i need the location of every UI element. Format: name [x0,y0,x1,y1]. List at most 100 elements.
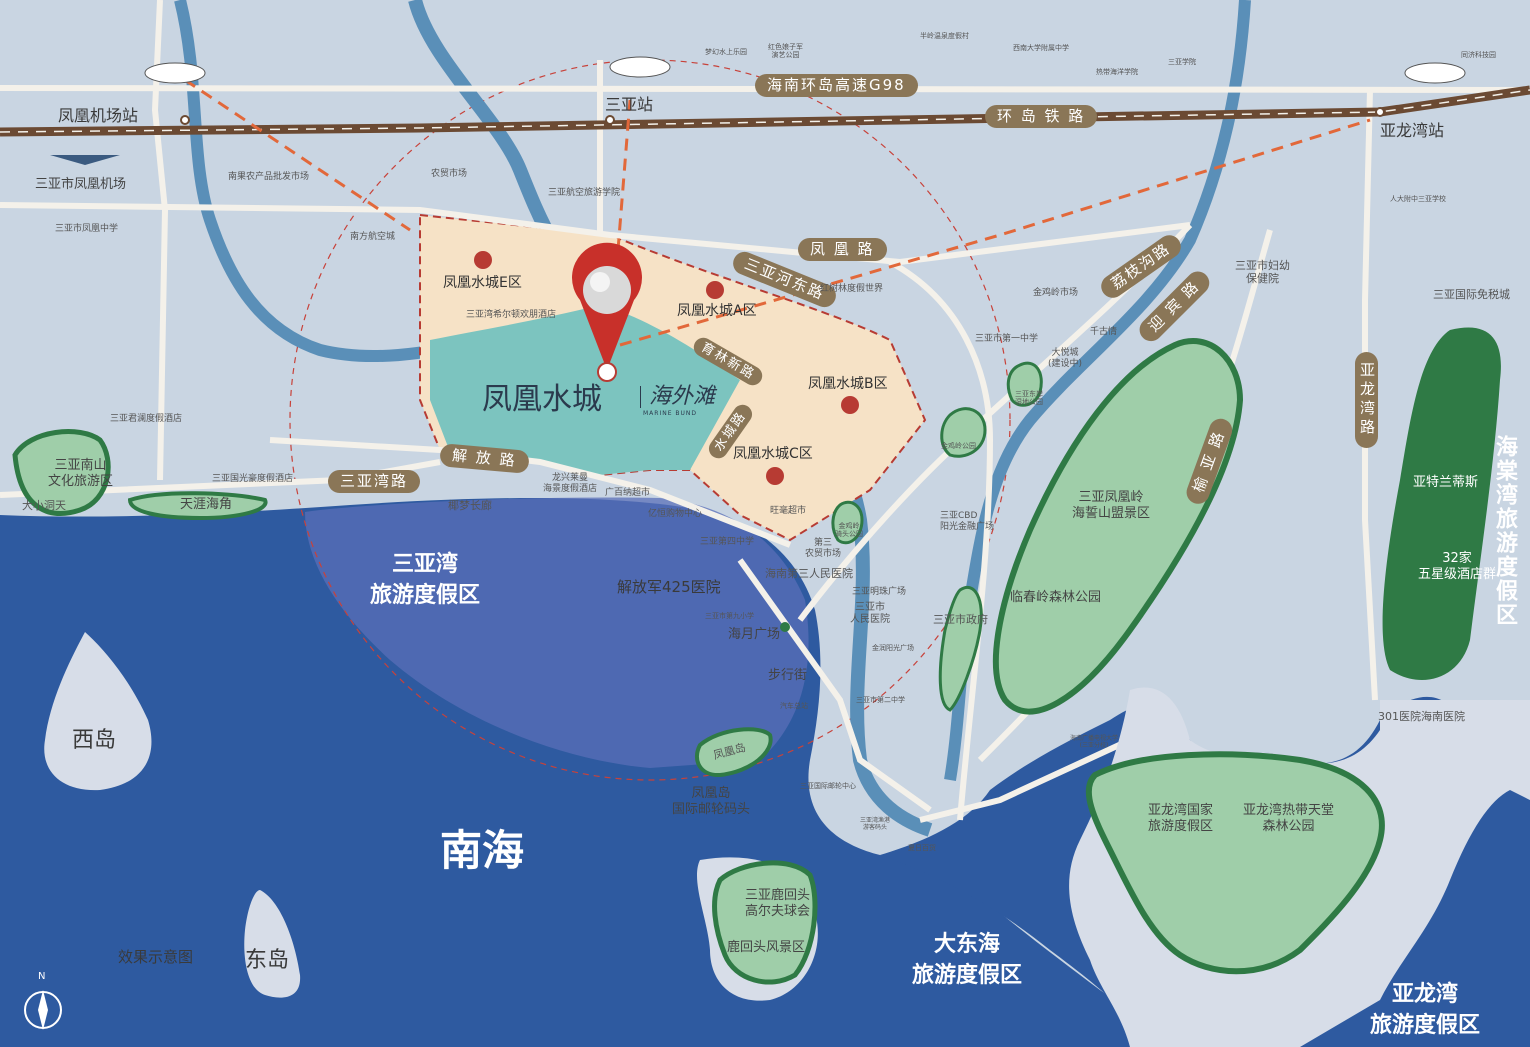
poi-guangmin: 三亚国光豪度假酒店 [212,474,294,484]
poi-jinjiling-market: 金鸡岭市场 [1033,288,1079,298]
poi-yemeng: 椰梦长廊 [448,499,492,512]
poi-hilton: 三亚湾希尔顿欢朋酒店 [466,310,557,320]
road-label-fenghuang: 凤 凰 路 [798,238,887,261]
road-label-yalongwan: 亚龙湾路 [1355,352,1378,448]
poi-wangmao: 旺毫超市 [770,506,807,516]
zone-a-label: 凤凰水城A区 [677,303,757,319]
brand-title: 凤凰水城 [482,382,602,417]
haiyue-dot [780,622,790,632]
poi-baihuo: 广百纳超市 [605,488,651,498]
poi-dutyfree: 三亚国际免税城 [1433,288,1510,301]
haitangwan-resort-label: 海棠湾旅游度假区 [1492,435,1517,627]
road-label-sanyawan: 三亚湾路 [328,470,421,493]
north-label: N [38,971,46,982]
zone-b-label: 凤凰水城B区 [808,376,888,392]
poi-fuyou: 三亚市妇幼 保健院 [1235,259,1290,286]
poi-no1-middle: 三亚市第一中学 [975,334,1039,344]
zone-dots [474,251,859,485]
xidao-island [44,632,152,791]
poi-cbd: 三亚CBD 阳光金融广场 [940,511,995,532]
dongdao-label: 东岛 [245,948,290,973]
xidao-label: 西岛 [72,728,117,753]
poi-redai: 热带海洋学院 [1096,68,1138,76]
poi-nongmao: 农贸市场 [431,169,468,179]
poi-tongji: 同济科技园 [1461,51,1496,59]
poi-xiari: 夏日百货 [908,844,936,852]
poi-fishing-port: 三亚湾渔港 游客码头 [860,817,891,832]
road-label-rail: 环 岛 铁 路 [985,105,1098,128]
poi-bus: 汽车总站 [780,702,808,710]
yalongwan-resort-label: 亚龙湾 旅游度假区 [1370,982,1481,1038]
five-star-label: 32家 五星级酒店群 [1418,551,1497,582]
poi-jinjiling-park: 金鸡岭公园 [941,442,976,450]
poi-hospital301: 301医院海南医院 [1378,710,1465,723]
sanyawan-resort-label: 三亚湾 旅游度假区 [370,552,481,608]
poi-menghuan: 梦幻水上乐园 [705,48,747,56]
airport-label: 三亚市凤凰机场 [35,177,127,192]
poi-farm3: 第三 农贸市场 [805,538,842,559]
north-arrow [24,990,62,1030]
yalong-forest-label: 亚龙湾热带天堂 森林公园 [1243,803,1335,834]
poi-no2-middle: 三亚市第二中学 [856,696,905,704]
poi-dayuecheng: 大悦城 (建设中) [1048,348,1083,369]
poi-qiangu: 千古情 [1090,327,1118,337]
location-pin [571,242,642,382]
zone-e-label: 凤凰水城E区 [443,275,522,291]
poi-nanfang: 南方航空城 [350,232,396,242]
railway-ties [0,89,1530,133]
poi-haiyue: 海月广场 [728,627,781,642]
poi-banling: 半岭温泉度假村 [920,32,969,40]
station-dots [180,107,1385,125]
yalongwan-station-label: 亚龙湾站 [1380,121,1445,140]
brand-subtitle: 海外滩 [640,386,715,408]
poi-hangkong: 三亚航空旅游学院 [548,188,621,198]
airport-station-label: 凤凰机场站 [58,106,139,125]
sanya-station-label: 三亚站 [605,95,654,114]
poi-renda: 人大附中三亚学校 [1390,195,1446,203]
poi-xinan: 西南大学附属中学 [1013,44,1069,52]
luhuitou-golf-label: 三亚鹿回头 高尔夫球会 [745,888,811,919]
zone-c-label: 凤凰水城C区 [733,446,813,462]
brand-english: MARINE BUND [643,410,698,417]
poi-hongsha: 红树林度假世界 [820,284,884,294]
poi-no4-middle: 三亚第四中学 [700,537,755,547]
poi-hongse: 红色娘子军 演艺公园 [768,43,803,60]
sea-label: 南海 [440,826,525,875]
atlantis-label: 亚特兰蒂斯 [1413,475,1479,490]
poi-yiheng: 亿恒购物中心 [648,509,703,519]
fenghuangdao-label: 凤凰岛 国际邮轮码头 [672,786,751,817]
yalong-resort-label: 亚龙湾国家 旅游度假区 [1148,803,1214,834]
parks [12,327,1501,985]
poi-gov: 三亚市政府 [933,613,988,626]
train-icons [144,56,1466,84]
poi-cruise-center: 三亚国际邮轮中心 [800,782,856,790]
poi-dongan: 三亚东岸 湿地公园 [1015,390,1043,407]
poi-nanguo: 南果农产品批发市场 [228,172,310,182]
poi-third-hospital: 海南第三人民医院 [765,567,853,580]
marine-bund-area [430,305,740,475]
poi-sanya-xueyuan: 三亚学院 [1168,58,1196,66]
poi-buxingjie: 步行街 [768,668,808,683]
poi-people-hospital: 三亚市 人民医院 [850,602,890,625]
poi-junlan: 三亚君澜度假酒店 [110,414,183,424]
poi-hospital425: 解放军425医院 [617,578,721,596]
poi-longxing: 龙兴莱曼 海景度假酒店 [543,473,598,494]
luhuitou-label: 鹿回头风景区 [727,940,806,955]
dongdao-island [244,890,301,998]
fenghuangling-label: 三亚凤凰岭 海誓山盟景区 [1072,490,1151,521]
linchunling-label: 临春岭森林公园 [1010,590,1102,605]
poi-mingzhu: 三亚明珠广场 [852,587,907,597]
poi-jinjiling-hill: 金鸡岭 骑头公园 [835,522,863,539]
nanshan-label: 三亚南山 文化旅游区 [48,458,114,489]
sanya-bay-highlight [305,497,809,768]
tianya-label: 天涯海角 [180,497,233,512]
poi-fenghuang-mid: 三亚市凤凰中学 [55,224,119,234]
illustration-note: 效果示意图 [118,948,194,966]
daxiaodongtian-label: 大小洞天 [22,499,66,512]
plane-icon [50,155,120,165]
poi-no9-primary: 三亚市第九小学 [705,612,754,620]
poi-haiguang: 海南广播电视大学 (三亚分校) [1070,735,1119,750]
road-label-g98: 海南环岛高速G98 [755,74,918,97]
dadonghai-resort-label: 大东海 旅游度假区 [912,932,1023,988]
